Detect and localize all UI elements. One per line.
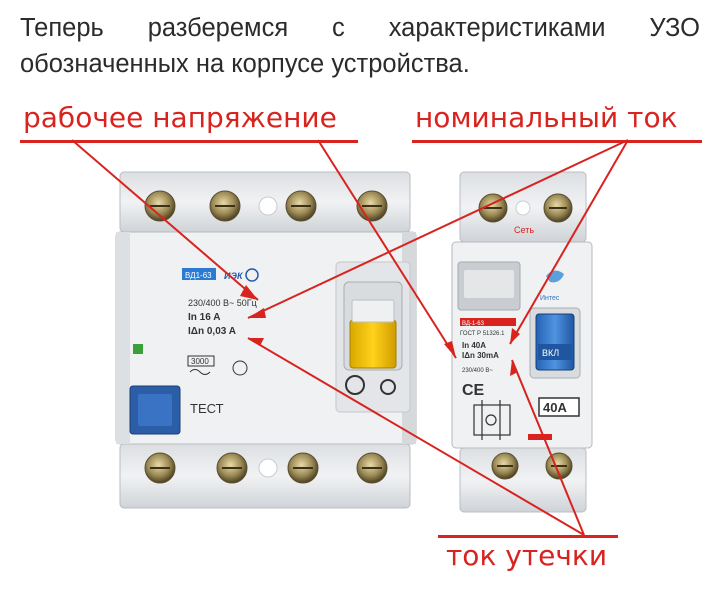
arrow-heads [240,285,520,376]
brand-text: Интес [540,295,560,302]
arrow-head-icon [248,308,266,318]
arrow-voltage-right [317,139,457,359]
intro-line-1: Теперь разберемся с характеристиками УЗО [20,14,700,42]
label-voltage: рабочее напряжение [23,101,337,134]
annotation-arrows [71,139,629,536]
brand-text: ИЭК [224,271,244,281]
voltage-rating: 230/400 В~ 50Гц [188,298,257,308]
serial-text: 230/400 В~ [462,368,493,374]
cert-mark-icon [380,379,396,395]
arrow-current-right [509,139,629,345]
model-badge [460,318,516,326]
on-label: ВКЛ [542,348,559,358]
label-leakage: ток утечки [446,539,608,572]
ce-mark: CE [462,382,485,399]
arrow-head-icon [510,360,518,376]
arrow-leakage-left [247,337,585,536]
test-mark [528,434,552,440]
current-rating: In 16 A [188,312,220,323]
ac-wave-icon [189,369,211,375]
rcd-left-device: ВД1-63 ИЭК 230/400 В~ 50Гц In 16 A IΔn 0… [115,171,417,509]
label-current: номинальный ток [415,101,678,134]
underline-current [412,140,702,143]
brand-logo-icon [245,268,259,282]
intro-line-2: обозначенных на корпусе устройства. [20,50,470,78]
circuit-diagram-icon [473,400,511,440]
model-text: ВД1-63 [185,271,212,280]
code-box [187,355,215,367]
model-badge [182,268,216,280]
toggle-handle-yellow[interactable] [349,319,397,369]
rcd-right-device: Сеть ВД-1-63 ГОСТ Р 51326.1 In 40A IΔn 3… [451,171,593,513]
rating-text: 40A [543,400,567,415]
current-rating: In 40A [462,341,486,350]
cert-mark-icon [345,375,365,395]
temp-icon [232,360,248,376]
model-text: ВД-1-63 [462,321,485,327]
leakage-rating: IΔn 30mA [462,351,499,360]
status-indicator [133,344,143,354]
arrow-leakage-right [511,359,585,536]
underline-leakage [438,535,618,538]
bottom-terminal-screws [144,452,388,484]
net-label: Сеть [514,225,534,235]
arrow-head-icon [510,328,520,344]
code-text: 3000 [191,357,209,366]
arrow-head-icon [444,341,456,358]
standard-text: ГОСТ Р 51326.1 [460,331,505,337]
top-terminal-screws [144,190,388,222]
arrow-head-icon [240,285,258,300]
toggle-handle-blue[interactable] [535,313,575,371]
arrow-voltage-left [71,139,259,301]
underline-voltage [20,140,358,143]
rating-box [538,397,580,417]
test-label: ТЕСТ [190,401,224,416]
arrow-head-icon [248,338,264,346]
arrow-current-left [247,139,629,319]
leakage-rating: IΔn 0,03 A [188,326,236,337]
intro-text: Теперь разберемся с характеристиками УЗО… [20,10,700,82]
